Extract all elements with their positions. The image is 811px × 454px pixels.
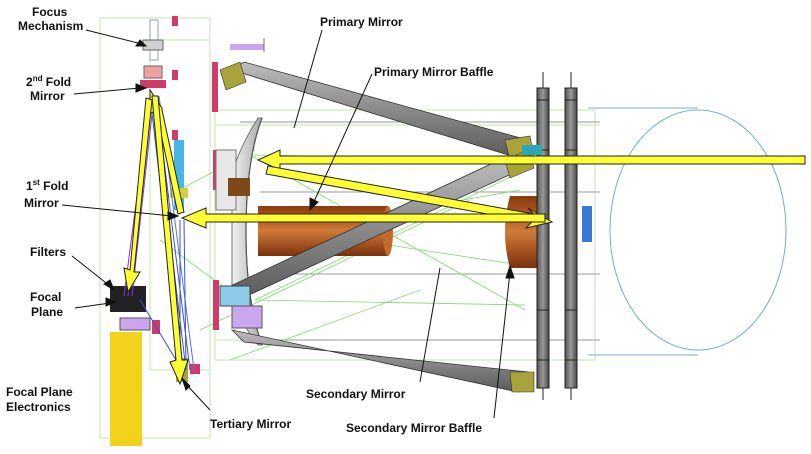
label-fold1-line2: Mirror [24,196,59,210]
instrument-bench [110,16,200,382]
label-fpe-line1: Focal Plane [6,385,73,399]
focal-plane-electronics-box [110,332,142,446]
label-primary-mirror: Primary Mirror [320,15,403,29]
label-secondary-mirror: Secondary Mirror [306,387,406,401]
label-fold2-line1: 2nd Fold [26,74,71,89]
mount-ring-front [536,87,550,389]
fold2-rest: Fold [42,75,71,89]
fold1-ordinal: 1 [26,179,33,193]
mount-ring-rear [564,87,578,389]
mount-hardware [212,38,592,330]
label-fpe-line2: Electronics [6,400,71,414]
beam-primary-to-secondary [265,165,554,229]
aperture-ring [588,107,787,356]
fold1-rest: Fold [40,179,69,193]
label-focus-mechanism-line1: Focus [32,5,68,19]
beam-secondary-to-fold [180,207,546,229]
label-focus-mechanism-line2: Mechanism [18,19,83,33]
beam-incoming [256,149,806,171]
label-fold2-line2: Mirror [30,89,65,103]
secondary-mirror-baffle [505,196,540,268]
optical-path [123,88,806,386]
label-fold1-line1: 1st Fold [26,178,68,193]
label-secondary-mirror-baffle: Secondary Mirror Baffle [346,421,482,435]
labels: Focus Mechanism 2nd Fold Mirror 1st Fold… [6,5,494,435]
label-primary-mirror-baffle: Primary Mirror Baffle [374,65,494,79]
leader-lines [61,29,515,419]
fold2-suffix: nd [33,74,43,83]
label-focal-plane-line1: Focal [30,290,61,304]
strut-lower [230,329,529,393]
fold1-suffix: st [33,178,40,187]
label-tertiary-mirror: Tertiary Mirror [210,417,291,431]
label-focal-plane-line2: Plane [31,305,63,319]
beam-tertiary-to-fold1 [151,95,189,386]
fold2-ordinal: 2 [26,75,33,89]
beam-fold2-to-focal [123,97,153,294]
label-filters: Filters [30,245,66,259]
